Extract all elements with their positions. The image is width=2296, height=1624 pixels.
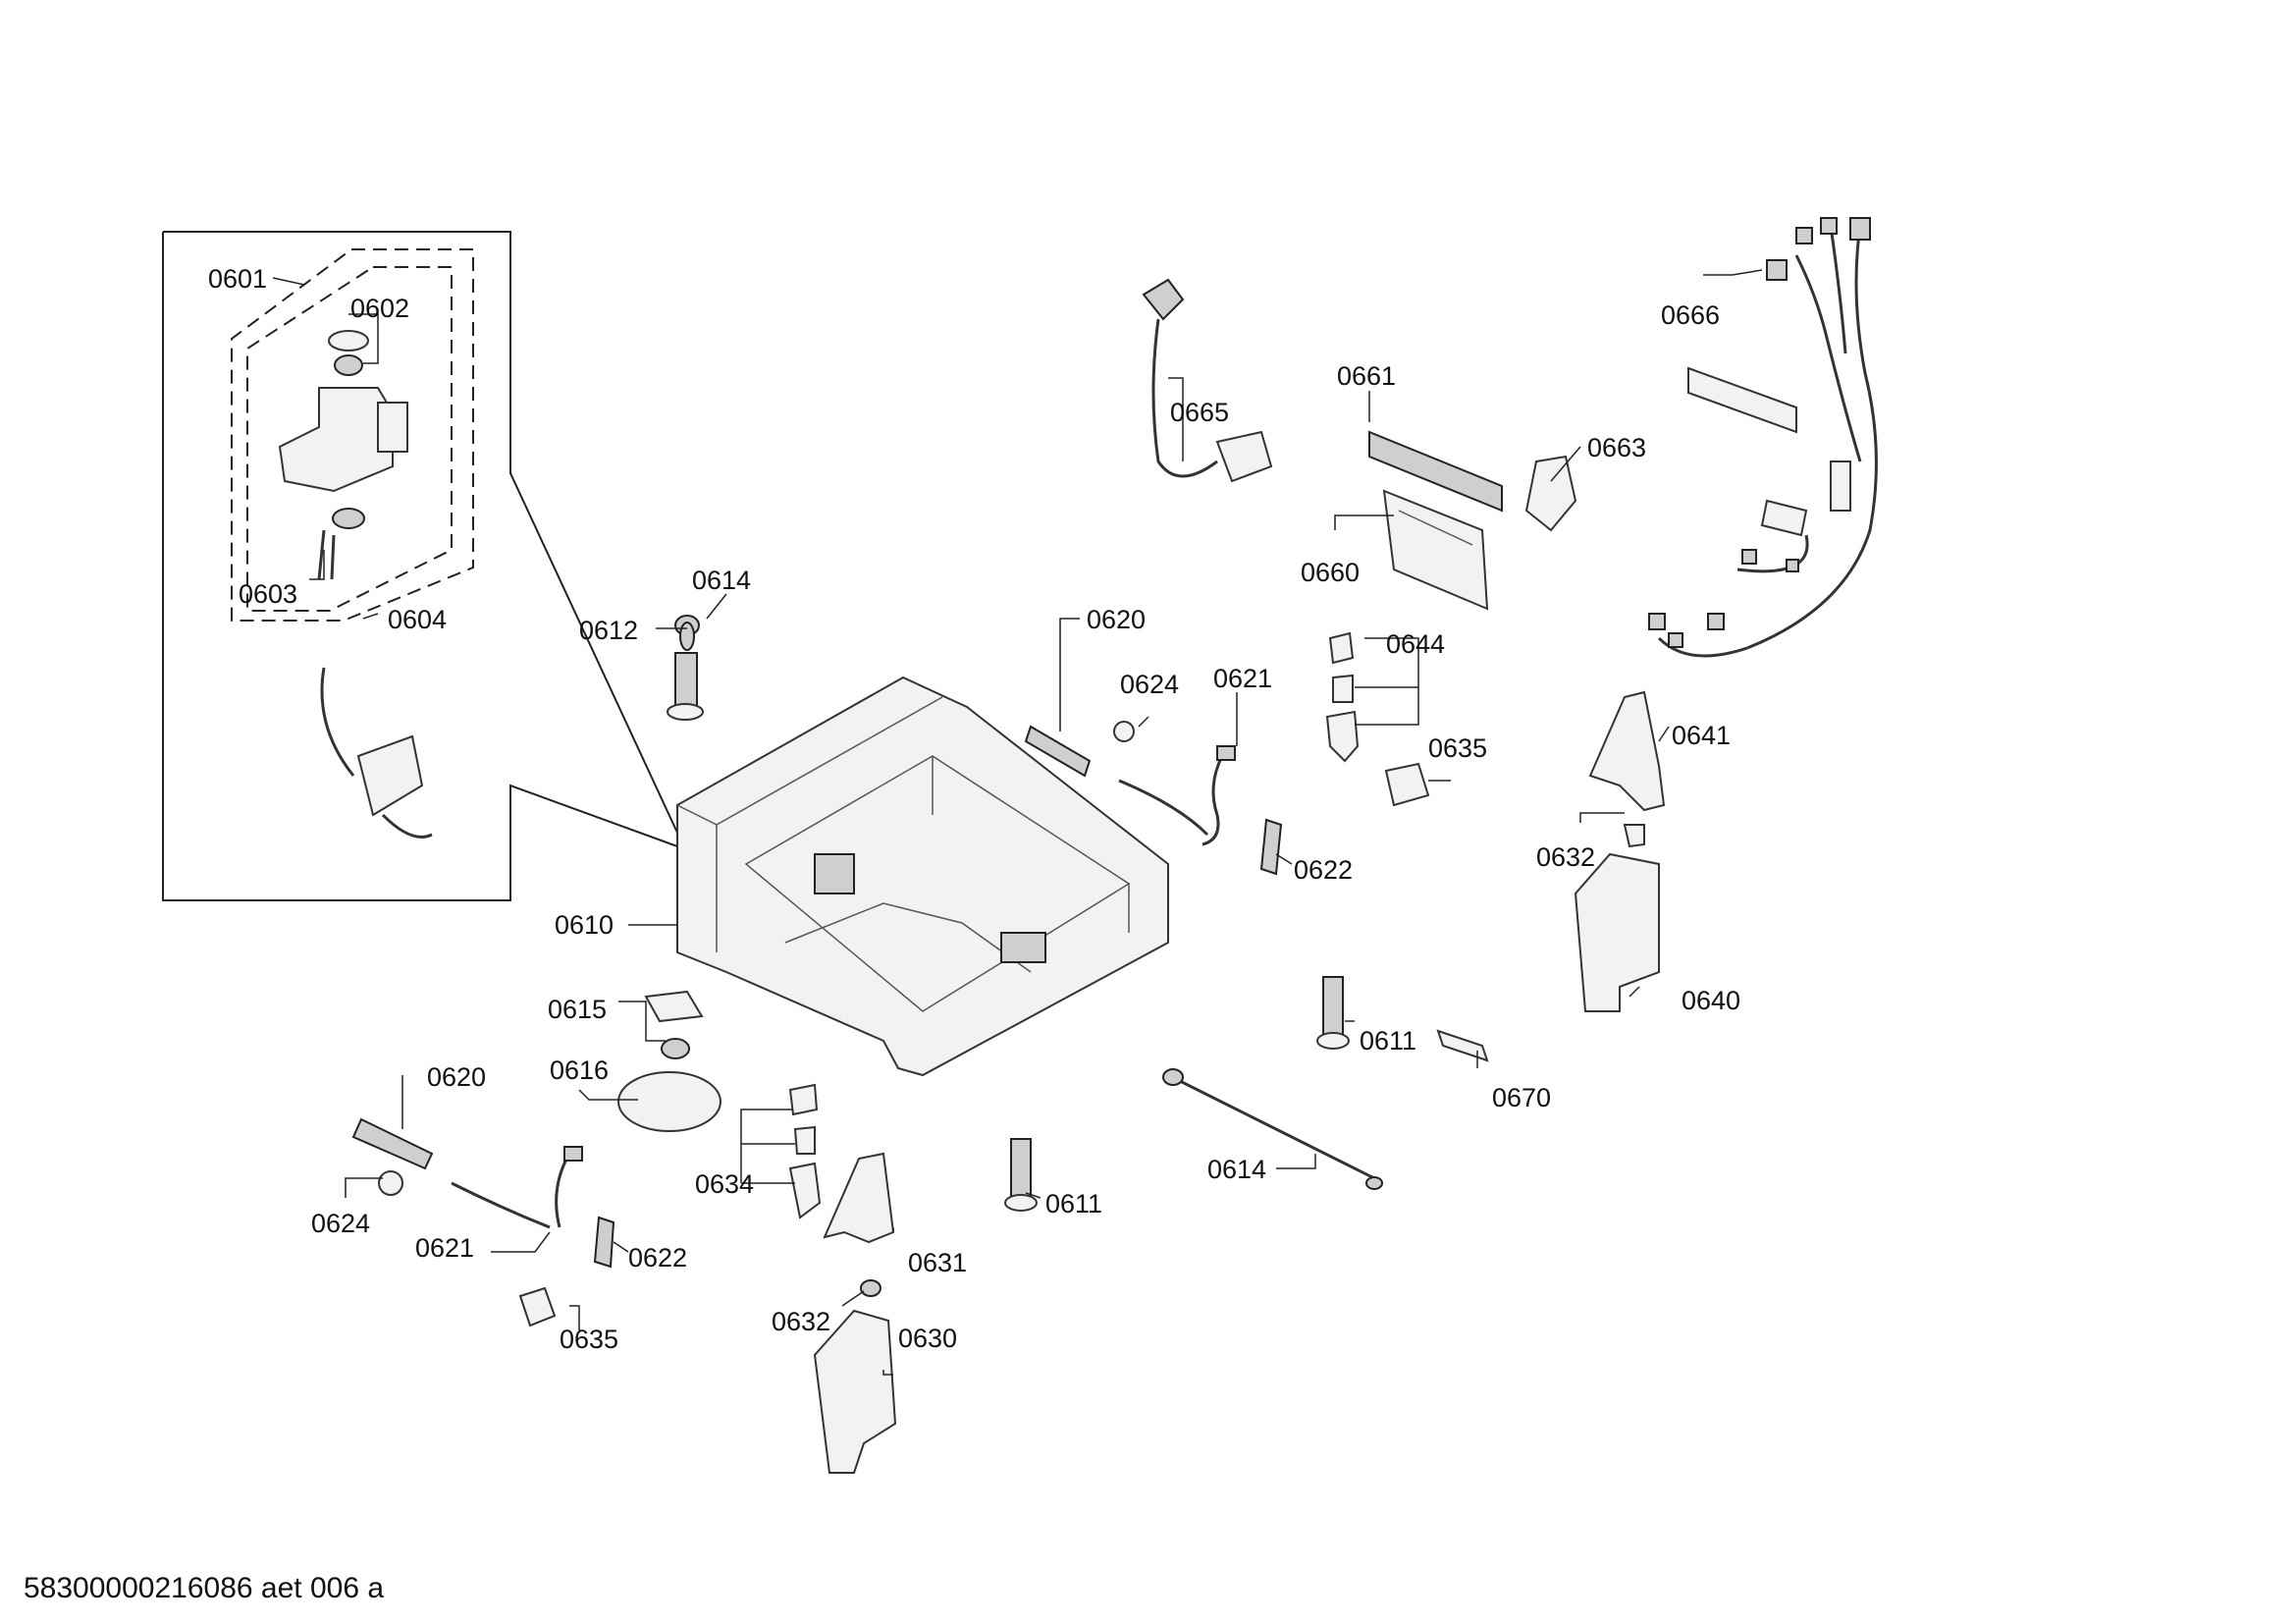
label-0632-lower: 0632 xyxy=(772,1307,830,1336)
upper-mechanics xyxy=(667,615,1283,876)
label-0630: 0630 xyxy=(898,1324,957,1353)
label-0614-lower: 0614 xyxy=(1207,1155,1266,1184)
label-0635-lower: 0635 xyxy=(560,1325,618,1354)
label-0666: 0666 xyxy=(1661,300,1720,330)
lower-mechanics xyxy=(351,976,1383,1474)
label-0622-lower: 0622 xyxy=(628,1243,687,1272)
label-0632-upper: 0632 xyxy=(1536,842,1595,872)
power-cord xyxy=(1142,278,1273,483)
label-0614-upper: 0614 xyxy=(692,566,751,595)
label-0611-upper: 0611 xyxy=(1360,1026,1416,1056)
label-0612: 0612 xyxy=(579,616,638,645)
leader-lines xyxy=(272,269,1763,1376)
label-0616: 0616 xyxy=(550,1056,609,1085)
label-0602: 0602 xyxy=(350,294,409,323)
label-0663: 0663 xyxy=(1587,433,1646,462)
label-0660: 0660 xyxy=(1301,558,1360,587)
label-0635-upper: 0635 xyxy=(1428,733,1487,763)
label-0661: 0661 xyxy=(1337,361,1396,391)
right-hinge-brackets xyxy=(1325,631,1666,1062)
label-0620-lower: 0620 xyxy=(427,1062,486,1092)
inlet-valve-part xyxy=(278,330,408,580)
label-0670: 0670 xyxy=(1492,1083,1551,1112)
detail-inset xyxy=(162,231,678,901)
label-0601: 0601 xyxy=(208,264,267,294)
part-labels: 0601 0602 0603 0604 0665 0661 0663 0660 … xyxy=(208,264,1740,1354)
label-0624-lower: 0624 xyxy=(311,1209,370,1238)
label-0603: 0603 xyxy=(239,579,297,609)
label-0621-upper: 0621 xyxy=(1213,664,1272,693)
label-0622-upper: 0622 xyxy=(1294,855,1353,885)
label-0641: 0641 xyxy=(1672,721,1731,750)
label-0640: 0640 xyxy=(1682,986,1740,1015)
label-0604: 0604 xyxy=(388,605,447,634)
label-0665: 0665 xyxy=(1170,398,1229,427)
label-0621-lower: 0621 xyxy=(415,1233,474,1263)
label-0634: 0634 xyxy=(695,1169,754,1199)
document-id: 58300000216086 aet 006 a xyxy=(24,1572,384,1604)
label-0615: 0615 xyxy=(548,995,607,1024)
label-0631: 0631 xyxy=(908,1248,967,1277)
base-tub-frame xyxy=(676,676,1169,1077)
label-0644: 0644 xyxy=(1386,629,1445,659)
label-0620-upper: 0620 xyxy=(1087,605,1146,634)
label-0624-upper: 0624 xyxy=(1120,670,1179,699)
label-0611-lower: 0611 xyxy=(1045,1189,1102,1218)
control-module-parts xyxy=(1368,430,1577,611)
label-0610: 0610 xyxy=(555,910,614,940)
wiring-harness xyxy=(1648,217,1878,658)
